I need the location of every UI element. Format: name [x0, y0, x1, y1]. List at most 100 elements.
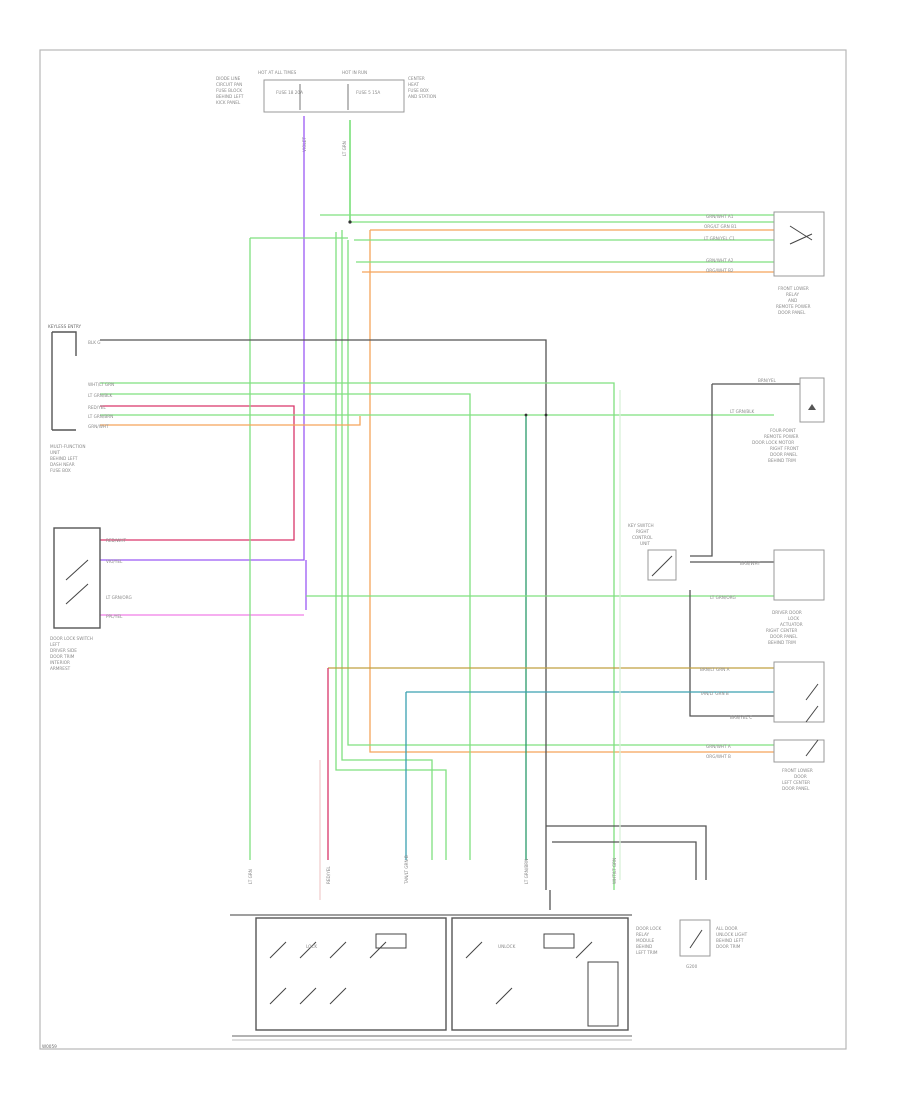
svg-text:BRN/YEL C: BRN/YEL C [730, 715, 752, 720]
svg-text:AND STATION: AND STATION [408, 94, 436, 99]
lf-lower-switch-icon [805, 739, 819, 757]
svg-text:LOCK: LOCK [788, 616, 799, 621]
door-lock-switch-icon [65, 559, 89, 605]
svg-text:GRN/WHT A1: GRN/WHT A1 [706, 214, 734, 219]
svg-text:DOOR PANEL: DOOR PANEL [782, 786, 810, 791]
svg-text:GRN/WHT A: GRN/WHT A [706, 744, 731, 749]
green-drop-4 [335, 232, 447, 860]
svg-text:BEHIND LEFT: BEHIND LEFT [716, 938, 744, 943]
ground-black-1 [546, 825, 707, 880]
svg-text:DOOR PANEL: DOOR PANEL [770, 634, 798, 639]
green-drop-3 [341, 230, 433, 860]
diagram-frame [39, 49, 847, 1050]
svg-text:DOOR PANEL: DOOR PANEL [778, 310, 806, 315]
ltgrn-blk-wire [100, 393, 471, 860]
black-wire [100, 339, 547, 890]
key-switch-connector: KEY SWITCH RIGHT CONTROL UNIT BRN/WHT LT… [628, 523, 825, 645]
svg-text:LT GRN: LT GRN [248, 869, 253, 884]
wires [100, 116, 800, 910]
svg-text:RED/YEL: RED/YEL [326, 866, 331, 884]
svg-text:KEY SWITCH: KEY SWITCH [628, 523, 654, 528]
svg-text:BEHIND LEFT: BEHIND LEFT [50, 456, 78, 461]
svg-text:RIGHT: RIGHT [636, 529, 650, 534]
red-wire [100, 405, 295, 541]
rf-motor-connector: BRN/YEL LT GRN/BLK FOUR-POINT REMOTE POW… [730, 377, 825, 463]
wht-ltgrn-wire [100, 382, 615, 890]
rf-upper-caption: FRONT LOWER RELAY AND REMOTE POWER DOOR … [776, 286, 811, 315]
grn-wht-wire [100, 416, 361, 426]
fuse-hot-in-run-label: HOT IN RUN [342, 70, 367, 75]
door-lock-relay-module: LOCK UNLOCK DOOR LOCK RELAY MODULE BEHIN… [230, 914, 661, 1041]
lf-door-caption-upper: DRIVER DOOR LOCK ACTUATOR RIGHT CENTER D… [766, 610, 803, 645]
ground-black-2 [552, 841, 697, 880]
door-lock-switch: RED/WHT VIO/YEL LT GRN/ORG PPL/YEL DOOR … [50, 527, 132, 671]
svg-text:RED/YEL: RED/YEL [88, 405, 106, 410]
svg-text:DRIVER DOOR: DRIVER DOOR [772, 610, 802, 615]
lf-lower-caption: FRONT LOWER DOOR LEFT CENTER DOOR PANEL [782, 768, 813, 791]
svg-text:BRN/YEL: BRN/YEL [758, 378, 777, 383]
svg-text:CONTROL: CONTROL [632, 535, 653, 540]
fuse-panel: HOT AT ALL TIMES HOT IN RUN DIODE LINE C… [216, 70, 436, 156]
orange-drop [369, 230, 774, 753]
svg-text:LT GRN/YEL C1: LT GRN/YEL C1 [704, 236, 735, 241]
svg-text:DASH NEAR: DASH NEAR [50, 462, 75, 467]
svg-text:BLK G: BLK G [88, 340, 101, 345]
svg-text:BEHIND TRIM: BEHIND TRIM [768, 640, 796, 645]
relay-module-caption: DOOR LOCK RELAY MODULE BEHIND LEFT TRIM [636, 926, 661, 955]
svg-text:LEFT TRIM: LEFT TRIM [636, 950, 658, 955]
svg-text:DOOR LOCK SWITCH: DOOR LOCK SWITCH [50, 636, 93, 641]
key-switch-caption: KEY SWITCH RIGHT CONTROL UNIT [628, 523, 654, 546]
svg-text:DOOR TRIM: DOOR TRIM [716, 944, 741, 949]
svg-text:FRONT LOWER: FRONT LOWER [778, 286, 809, 291]
door-lock-switch-caption: DOOR LOCK SWITCH LEFT DRIVER SIDE DOOR T… [50, 636, 93, 671]
svg-text:KICK PANEL: KICK PANEL [216, 100, 241, 105]
svg-text:LT GRN/BLK: LT GRN/BLK [88, 393, 113, 398]
svg-text:AND: AND [788, 298, 797, 303]
svg-text:WHT/LT GRN: WHT/LT GRN [88, 382, 114, 387]
rf-motor-caption: FOUR-POINT REMOTE POWER DOOR LOCK MOTOR … [752, 428, 799, 463]
svg-text:ALL DOOR: ALL DOOR [716, 926, 738, 931]
svg-text:REMOTE POWER: REMOTE POWER [776, 304, 811, 309]
svg-text:CIRCUIT PAN: CIRCUIT PAN [216, 82, 242, 87]
svg-text:LT GRN/BRN: LT GRN/BRN [524, 859, 529, 884]
svg-text:ORG/WHT B: ORG/WHT B [706, 754, 731, 759]
svg-text:BRN/WHT: BRN/WHT [740, 561, 761, 566]
lock-relay-icon: LOCK [269, 933, 407, 1005]
svg-text:INTERIOR: INTERIOR [50, 660, 70, 665]
svg-text:ACTUATOR: ACTUATOR [780, 622, 803, 627]
svg-text:DRIVER SIDE: DRIVER SIDE [50, 648, 77, 653]
lf-lower-connector: GRN/WHT A ORG/WHT B FRONT LOWER DOOR LEF… [706, 739, 825, 791]
svg-text:TAN/LT GRN B: TAN/LT GRN B [699, 691, 729, 696]
svg-text:LT GRN/BRN: LT GRN/BRN [88, 414, 113, 419]
key-drop [689, 590, 774, 717]
fuse-left-caption: DIODE LINE CIRCUIT PAN FUSE BLOCK BEHIND… [216, 76, 244, 105]
green-drop-2 [347, 240, 774, 746]
motor-icon [808, 404, 816, 410]
svg-text:UNLOCK: UNLOCK [498, 944, 516, 949]
svg-text:DOOR LOCK MOTOR: DOOR LOCK MOTOR [752, 440, 794, 445]
drop-labels: LT GRN RED/YEL TAN/LT GRN B LT GRN/BRN W… [248, 855, 617, 885]
svg-text:LT GRN/BLK: LT GRN/BLK [730, 409, 755, 414]
svg-text:VIO/YEL: VIO/YEL [106, 559, 123, 564]
svg-text:RIGHT FRONT: RIGHT FRONT [770, 446, 799, 451]
unlock-relay-icon: UNLOCK [465, 933, 619, 1027]
rf-upper-box [773, 211, 825, 277]
svg-text:LEFT CENTER: LEFT CENTER [782, 780, 810, 785]
svg-text:WHT/LT GRN: WHT/LT GRN [612, 858, 617, 884]
rf-upper-switch-icon [789, 225, 813, 245]
svg-text:DOOR LOCK: DOOR LOCK [636, 926, 661, 931]
svg-text:CENTER: CENTER [408, 76, 425, 81]
svg-text:GRN/WHT A2: GRN/WHT A2 [706, 258, 734, 263]
lf-door-switch-icon [805, 683, 819, 723]
svg-text:ORG/WHT B2: ORG/WHT B2 [706, 268, 734, 273]
svg-text:BEHIND LEFT: BEHIND LEFT [216, 94, 244, 99]
key-switch-icon [651, 555, 673, 577]
svg-text:FUSE BLOCK: FUSE BLOCK [216, 88, 242, 93]
svg-text:UNIT: UNIT [50, 450, 60, 455]
svg-text:BEHIND: BEHIND [636, 944, 652, 949]
keyless-entry-title: KEYLESS ENTRY [48, 324, 82, 329]
svg-text:TAN/LT GRN B: TAN/LT GRN B [404, 855, 409, 885]
g200-ground-label: G200 [686, 964, 698, 969]
diagram-code: W0059 [42, 1044, 57, 1049]
